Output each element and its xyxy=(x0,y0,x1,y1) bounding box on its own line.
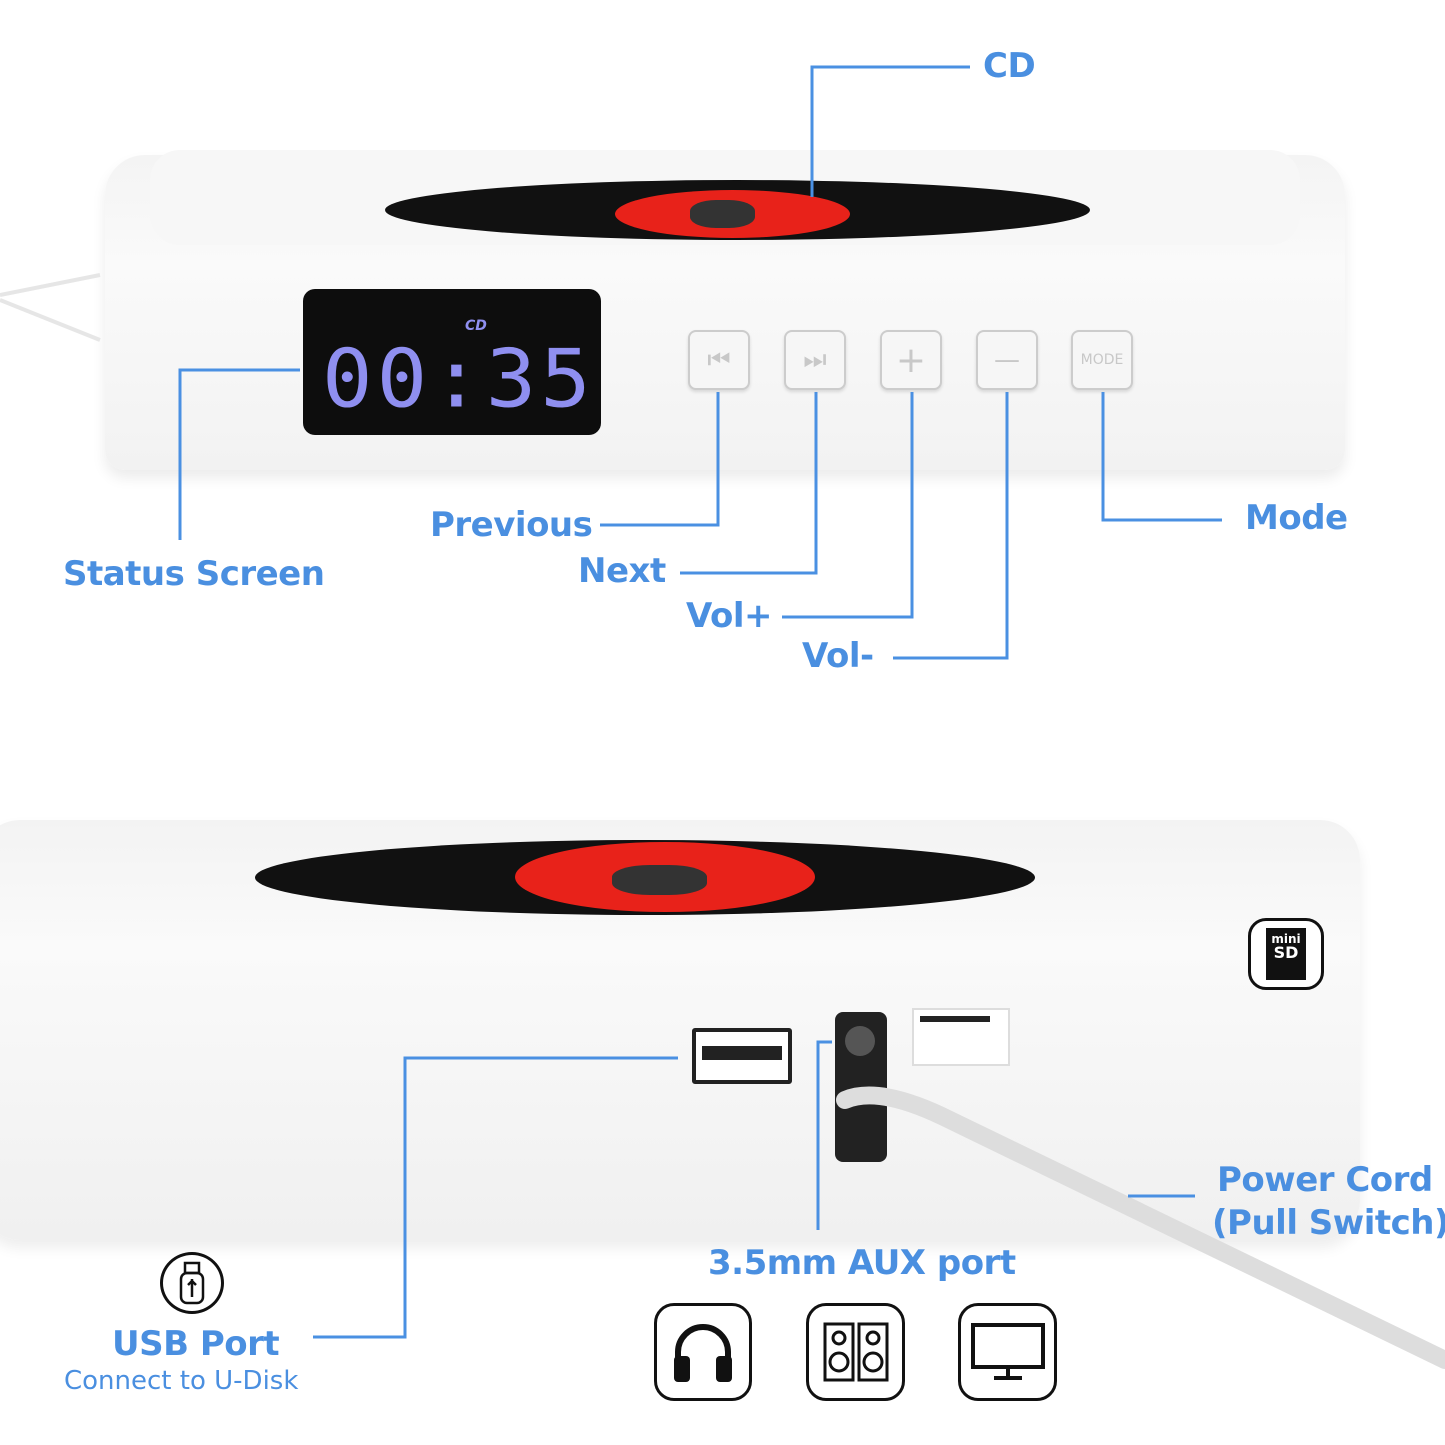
label-pull-switch: (Pull Switch) xyxy=(1212,1203,1445,1243)
label-vol-minus: Vol- xyxy=(802,636,874,676)
label-aux: 3.5mm AUX port xyxy=(708,1243,1016,1283)
label-status-screen: Status Screen xyxy=(63,554,325,594)
mode-button[interactable]: MODE xyxy=(1071,330,1133,390)
cd-hub-bottom xyxy=(612,865,707,895)
usb-port xyxy=(692,1028,792,1084)
label-usb-port: USB Port xyxy=(112,1324,280,1364)
previous-button[interactable]: ⏮ xyxy=(688,330,750,390)
mini-sd-icon: mini SD xyxy=(1248,918,1324,990)
label-mode: Mode xyxy=(1245,498,1348,538)
status-screen xyxy=(303,289,601,435)
label-vol-plus: Vol+ xyxy=(686,596,772,636)
label-usb-sub: Connect to U-Disk xyxy=(64,1366,299,1396)
label-next: Next xyxy=(578,551,666,591)
label-previous: Previous xyxy=(430,505,593,545)
vol-plus-button[interactable]: + xyxy=(880,330,942,390)
sd-slot xyxy=(912,1008,1010,1066)
monitor-icon xyxy=(958,1303,1057,1401)
sd-text-mini: mini xyxy=(1271,932,1301,946)
speakers-icon xyxy=(806,1303,905,1401)
vol-minus-button[interactable]: — xyxy=(976,330,1038,390)
sd-text-sd: SD xyxy=(1273,943,1299,962)
headphones-icon xyxy=(654,1303,752,1401)
label-cd: CD xyxy=(983,46,1036,86)
next-button[interactable]: ⏭ xyxy=(784,330,846,390)
cd-hub xyxy=(690,200,755,228)
display-indicator: CD xyxy=(465,318,487,334)
display-time: 00:35 xyxy=(322,332,595,426)
usb-icon xyxy=(160,1252,224,1314)
label-power-cord: Power Cord xyxy=(1217,1160,1433,1200)
